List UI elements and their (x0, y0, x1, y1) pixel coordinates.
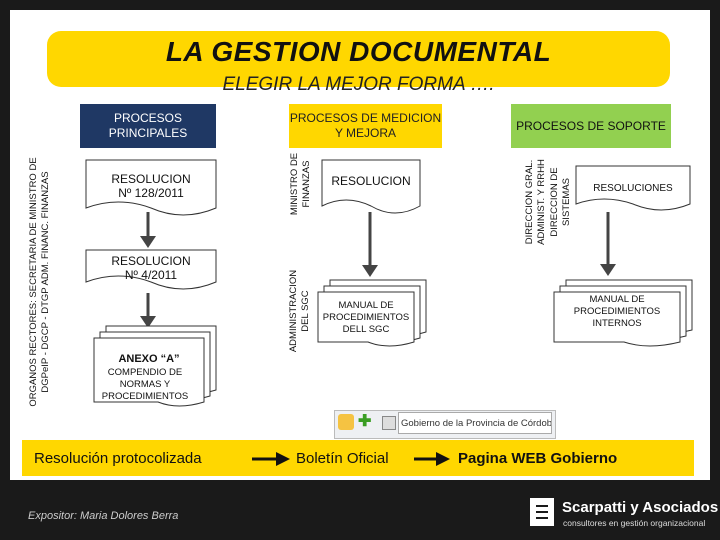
doc-resoluciones (575, 165, 691, 211)
doc-anexo-title: ANEXO “A” (118, 353, 180, 365)
slide-subtitle: ELEGIR LA MEJOR FORMA …. (222, 74, 495, 95)
add-favorite-icon[interactable]: ✚ (358, 413, 372, 430)
doc-resolucion-text: RESOLUCION (331, 174, 411, 188)
doc-anexo (93, 337, 205, 407)
title-band (47, 31, 670, 87)
favorites-star-icon[interactable] (338, 414, 354, 430)
doc-resoluciones-text: RESOLUCIONES (593, 183, 673, 194)
arrow-head-4 (600, 264, 616, 276)
doc-manual-internos-text: MANUAL DE PROCEDIMIENTOS INTERNOS (573, 294, 661, 329)
logo-mark-lines (536, 505, 548, 519)
doc-anexo-text: COMPENDIO DE NORMAS Y PROCEDIMIENTOS (101, 367, 189, 402)
arrow-head-1 (140, 236, 156, 248)
arrow-right-head-2 (436, 452, 450, 466)
arrow-right-head-1 (276, 452, 290, 466)
logo-tagline: consultores en gestión organizacional (563, 518, 706, 528)
arrow-head-2 (140, 316, 156, 328)
doc-res-128-text: RESOLUCION Nº 128/2011 (111, 172, 191, 200)
doc-resolucion-4 (85, 249, 217, 290)
doc-manual-sgc-text: MANUAL DE PROCEDIMIENTOS DELL SGC (322, 300, 410, 335)
slide-title: LA GESTION DOCUMENTAL (165, 36, 552, 67)
label-pagina-web: Pagina WEB Gobierno (458, 450, 618, 467)
doc-resolucion-medicion (321, 159, 421, 214)
doc-manual-internos (553, 291, 681, 347)
logo-name: Scarpatti y Asociados (562, 499, 719, 516)
header-procesos-medicion: PROCESOS DE MEDICION Y MEJORA (289, 104, 442, 148)
doc-resolucion-128 (85, 159, 217, 216)
label-resolucion-protocolizada: Resolución protocolizada (34, 450, 202, 467)
browser-tab-gobierno[interactable]: Gobierno de la Provincia de Córdoba (398, 412, 552, 434)
header-procesos-principales: PROCESOS PRINCIPALES (80, 104, 216, 148)
arrow-head-3 (362, 265, 378, 277)
label-boletin-oficial: Boletín Oficial (296, 450, 389, 467)
tab-grid-icon[interactable] (382, 416, 396, 430)
doc-manual-sgc (317, 291, 415, 347)
footer-expositor: Expositor: Maria Dolores Berra (28, 510, 179, 522)
header-procesos-soporte: PROCESOS DE SOPORTE (511, 104, 671, 148)
bottom-band (22, 440, 694, 476)
doc-res-4-text: RESOLUCION Nº 4/2011 (111, 254, 191, 282)
